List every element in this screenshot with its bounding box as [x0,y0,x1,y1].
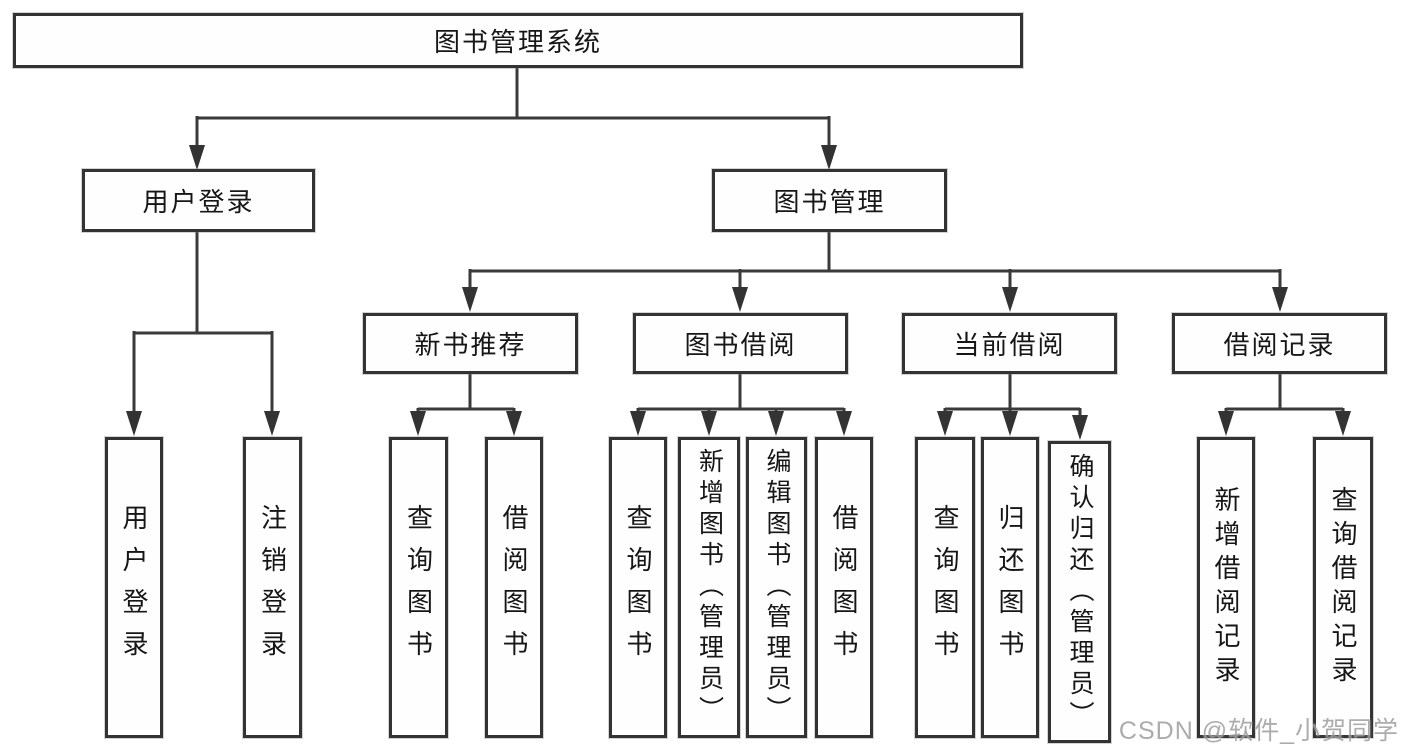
node-new-book-recommend: 新书推荐 [363,313,578,374]
leaf-newbook-borrow-books: 借阅图书 [485,437,543,738]
leaf-label: 编辑图书（管理员） [763,448,791,727]
node-book-borrowing: 图书借阅 [633,313,848,374]
leaf-label: 查询图书 [623,503,653,672]
node-user-login: 用户登录 [82,169,315,232]
arrowhead-icons [126,145,1351,440]
csdn-watermark: CSDN @软件_小贺同学 [1118,717,1399,745]
leaf-label: 查询图书 [930,503,960,672]
node-label: 图书管理系统 [433,27,602,57]
leaf-borrow-add-books-admin: 新增图书（管理员） [678,437,740,738]
leaf-records-query-record: 查询借阅记录 [1313,437,1373,738]
leaf-current-return-books: 归还图书 [981,437,1039,738]
node-root-library-system: 图书管理系统 [13,13,1023,68]
node-label: 图书管理 [773,187,886,217]
node-book-management: 图书管理 [712,169,947,232]
node-borrow-records: 借阅记录 [1172,313,1387,374]
leaf-label: 新增借阅记录 [1211,485,1241,690]
leaf-label: 借阅图书 [829,503,859,672]
node-current-borrowing: 当前借阅 [902,313,1117,374]
node-label: 图书借阅 [684,330,797,360]
node-label: 借阅记录 [1223,330,1336,360]
leaf-current-confirm-return-admin: 确认归还（管理员） [1048,441,1111,743]
leaf-user-login: 用户登录 [105,437,163,738]
leaf-logout: 注销登录 [243,437,302,738]
leaf-label: 确认归还（管理员） [1066,452,1094,732]
leaf-newbook-query-books: 查询图书 [389,437,448,738]
leaf-records-add-record: 新增借阅记录 [1197,437,1255,738]
node-label: 当前借阅 [953,330,1066,360]
node-label: 新书推荐 [414,330,527,360]
leaf-label: 查询借阅记录 [1328,485,1358,690]
leaf-label: 注销登录 [257,503,288,672]
leaf-label: 用户登录 [119,503,149,672]
leaf-label: 查询图书 [403,503,434,672]
node-label: 用户登录 [142,187,255,217]
leaf-current-query-books: 查询图书 [915,437,975,738]
leaf-borrow-borrow-books: 借阅图书 [815,437,873,738]
leaf-borrow-query-books: 查询图书 [609,437,667,738]
leaf-label: 借阅图书 [499,503,529,672]
leaf-borrow-edit-books-admin: 编辑图书（管理员） [746,437,807,738]
leaf-label: 新增图书（管理员） [695,448,724,727]
leaf-label: 归还图书 [995,503,1025,672]
